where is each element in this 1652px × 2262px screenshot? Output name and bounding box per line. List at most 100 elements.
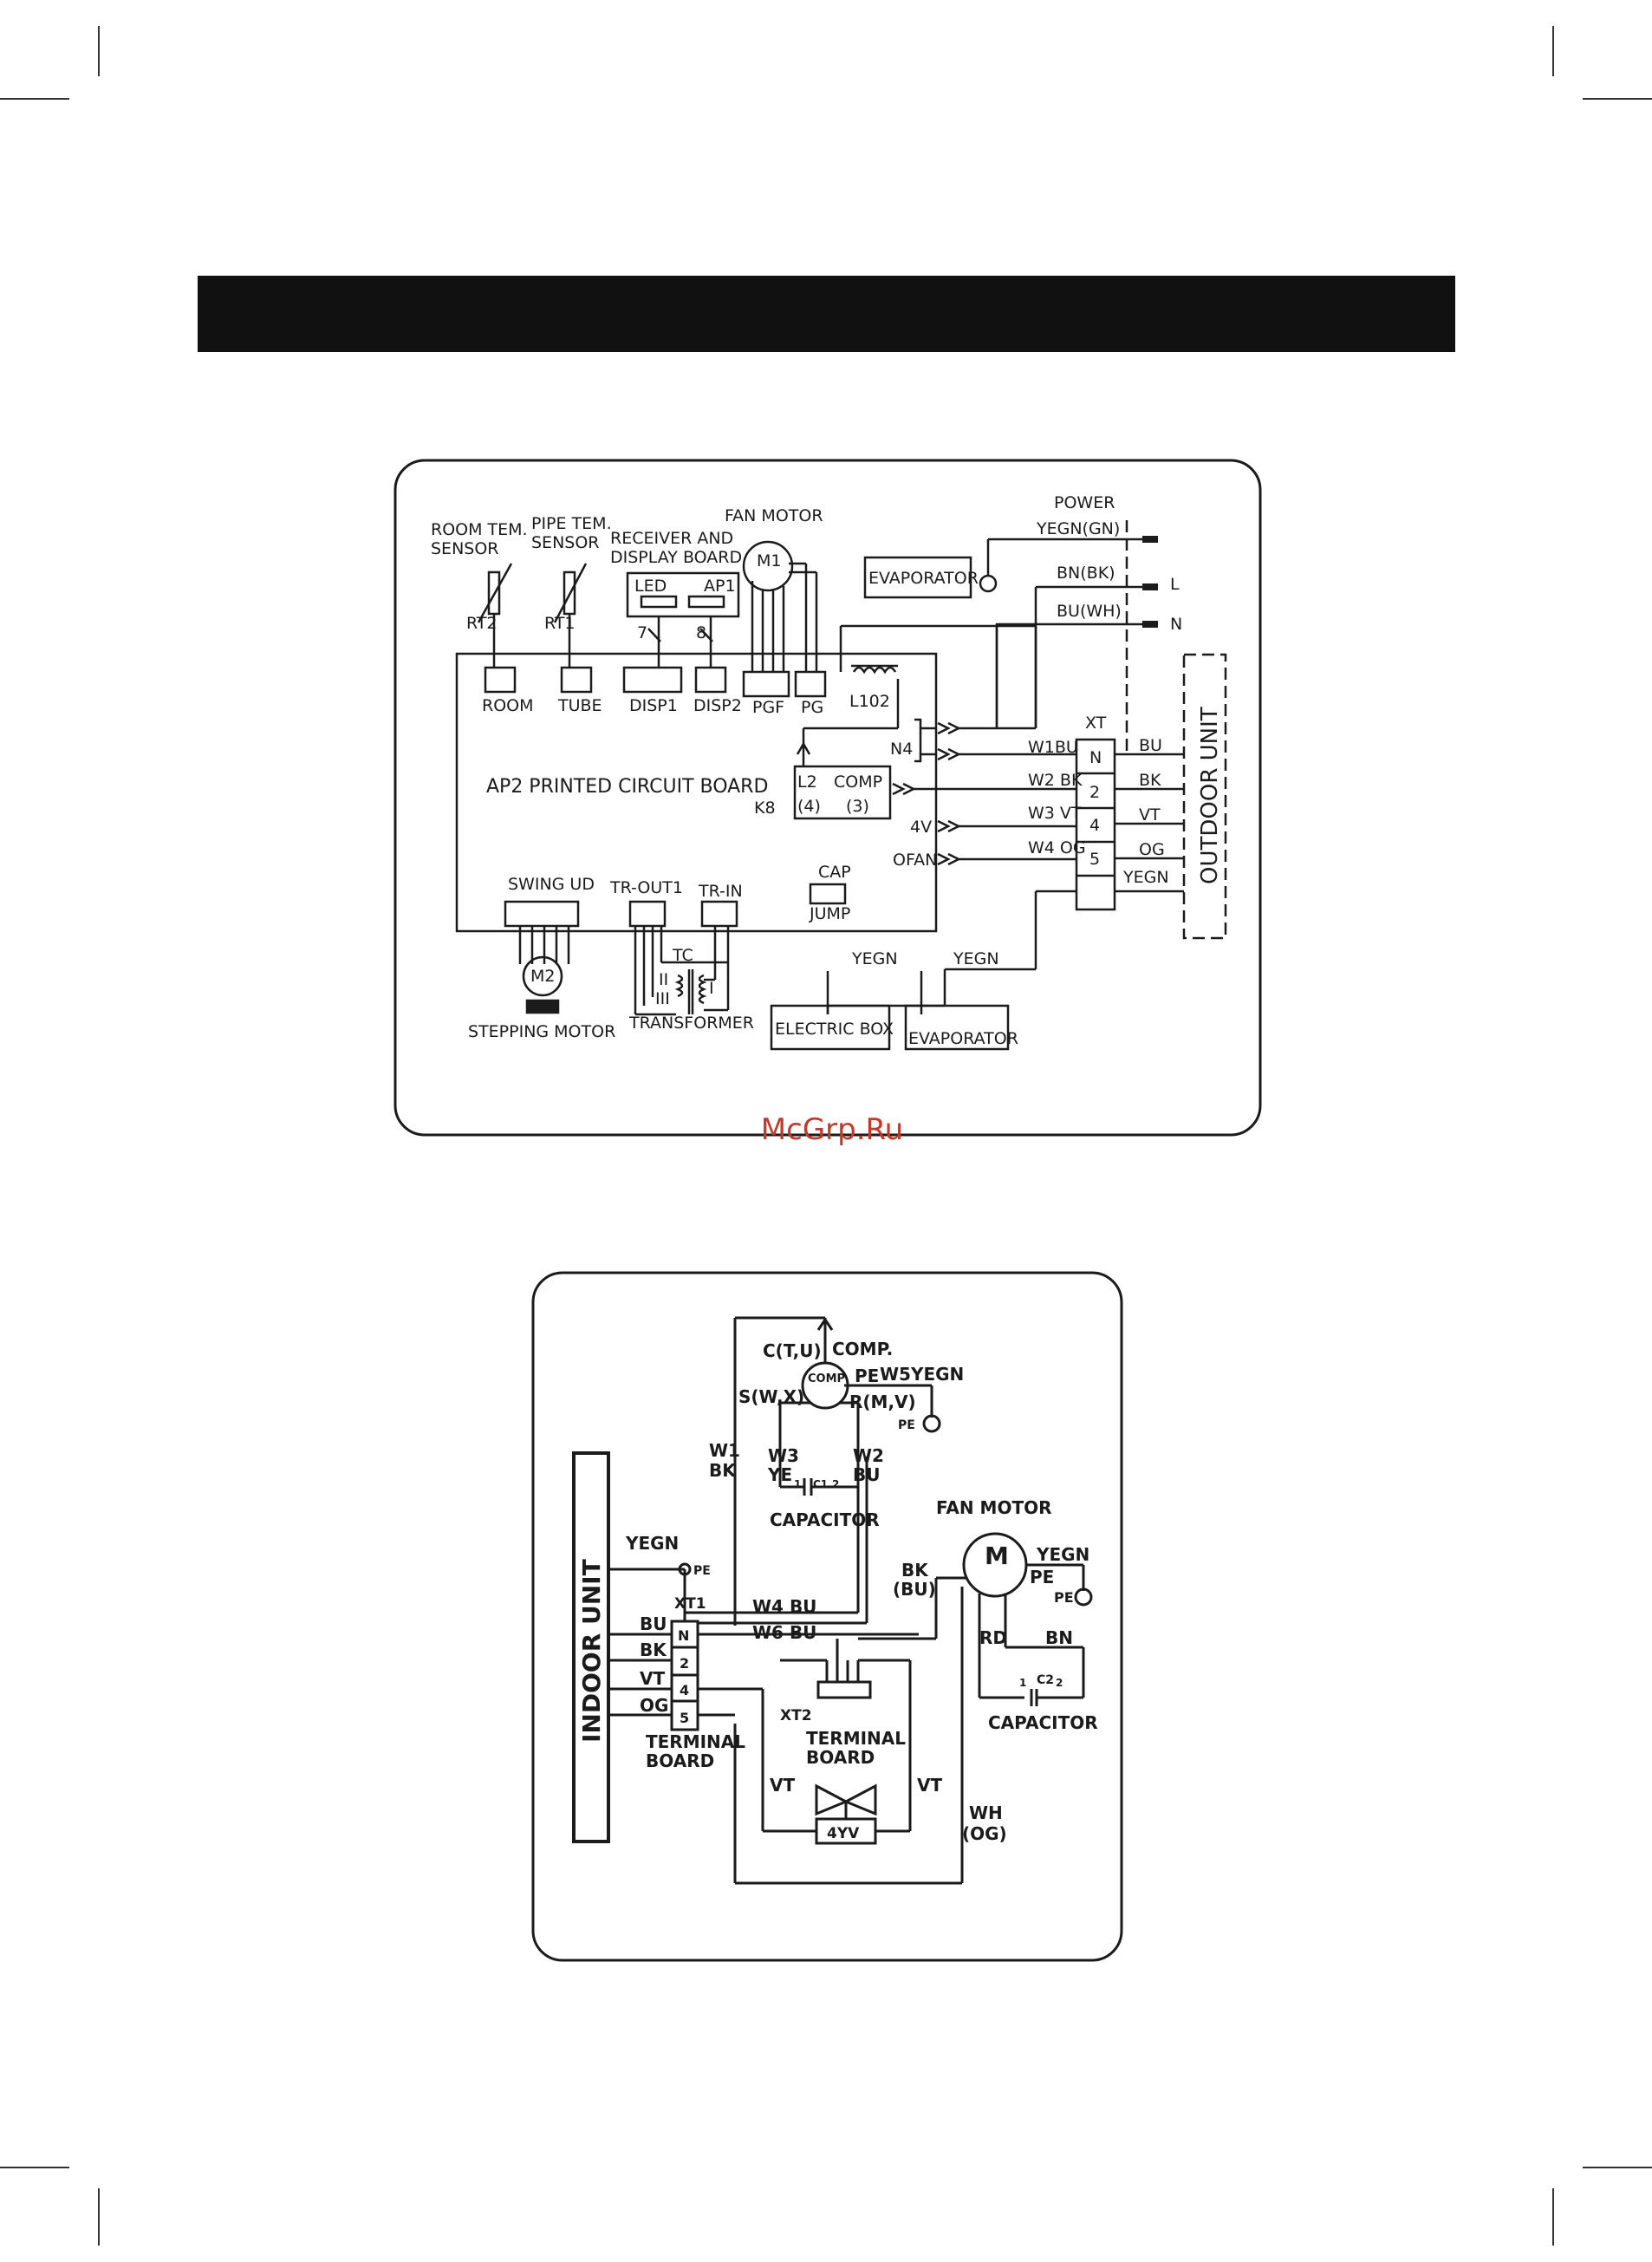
ii-label: II	[659, 970, 668, 989]
vt-wire: VT	[1139, 805, 1161, 825]
xt1-label: XT1	[674, 1595, 706, 1613]
capacitor1-label: CAPACITOR	[770, 1509, 880, 1530]
bu-wire: BU	[1139, 736, 1162, 755]
og-row-label: OG	[640, 1695, 668, 1716]
yegn-fan-label: YEGN	[1036, 1544, 1089, 1565]
swing-ud-label: SWING UD	[508, 875, 595, 894]
comp-relay-label: COMP	[834, 772, 882, 792]
indoor-unit-bar	[572, 1451, 610, 1843]
outdoor-wiring-diagram: C(T,U) COMP. COMP PE W5YEGN S(W,X) R(M,V…	[531, 1271, 1123, 1962]
w6bu-label: W6 BU	[752, 1622, 816, 1643]
pe-comp-label: PE	[898, 1418, 915, 1432]
m-label: M	[985, 1542, 1009, 1570]
pipe-sensor-label: PIPE TEM.SENSOR	[531, 514, 612, 552]
tc-label: TC	[672, 946, 693, 965]
l2-label: L2	[797, 772, 817, 792]
tr-out1-label: TR-OUT1	[609, 878, 683, 897]
rd-label: RD	[979, 1627, 1007, 1648]
disp2-connector-label: DISP2	[693, 696, 742, 715]
w4bu-label: W4 BU	[752, 1596, 816, 1617]
comp-label: COMP.	[832, 1339, 893, 1359]
rmv-label: R(M,V)	[849, 1392, 916, 1412]
xt1-2: 2	[680, 1655, 689, 1672]
l2-num: (4)	[797, 797, 821, 816]
bn-label: BN	[1045, 1627, 1073, 1648]
pe-fan-label: PE	[1030, 1567, 1054, 1587]
wh-og-2-label: (OG)	[962, 1823, 1007, 1844]
vt-right-label: VT	[917, 1775, 942, 1796]
vt-row-label: VT	[640, 1668, 665, 1689]
comp-relay-num: (3)	[846, 797, 869, 816]
bu-row-label: BU	[640, 1613, 667, 1634]
yegn-wire: YEGN	[1122, 868, 1169, 887]
m1-label: M1	[757, 551, 781, 570]
rt2-label: RT2	[466, 614, 498, 633]
pgf-connector-label: PGF	[752, 698, 784, 717]
room-connector-label: ROOM	[482, 696, 534, 715]
xt-5: 5	[1089, 850, 1100, 869]
xt-4: 4	[1089, 816, 1100, 835]
n4-label: N4	[890, 740, 913, 759]
pe-top-label: PE	[855, 1366, 879, 1386]
fan-motor-label: FAN MOTOR	[725, 506, 823, 525]
evaporator-top-label: EVAPORATOR	[868, 569, 979, 588]
outdoor-unit-outline	[1182, 653, 1227, 940]
bk-bu-1-label: BK	[901, 1560, 929, 1581]
iii-label: III	[655, 989, 670, 1008]
yegn-gn-label: YEGN(GN)	[1036, 519, 1120, 538]
tube-connector-label: TUBE	[557, 696, 602, 715]
xt-label: XT	[1085, 714, 1107, 733]
bu-w2-label: BU	[853, 1464, 880, 1485]
c2-label: C2	[1037, 1673, 1054, 1687]
c1-pin-2: 2	[832, 1478, 839, 1490]
vt-left-label: VT	[770, 1775, 795, 1796]
i-label: I	[709, 979, 714, 998]
c1-label: C1	[813, 1478, 828, 1490]
l-terminal: L	[1170, 575, 1180, 594]
comp-inner-label: COMP	[808, 1372, 845, 1385]
capacitor2-label: CAPACITOR	[988, 1712, 1098, 1733]
og-wire: OG	[1139, 840, 1165, 859]
xt-n: N	[1089, 748, 1102, 767]
swx-label: S(W,X)	[738, 1386, 804, 1407]
wire-8: 8	[696, 623, 706, 642]
watermark: McGrp.Ru	[760, 1112, 904, 1147]
electric-box-label: ELECTRIC BOX	[775, 1020, 894, 1039]
power-label: POWER	[1054, 493, 1115, 512]
c2-pin-2: 2	[1056, 1677, 1063, 1689]
bu-wh-label: BU(WH)	[1057, 602, 1122, 621]
led-label: LED	[634, 577, 667, 596]
4v-label: 4V	[910, 818, 932, 837]
compressor-icon	[801, 1361, 849, 1410]
xt-2: 2	[1089, 783, 1100, 802]
ap1-label: AP1	[704, 577, 736, 596]
yegn-right-label: YEGN	[953, 949, 999, 968]
l102-label: L102	[849, 692, 890, 711]
w1bu-label: W1BU	[1028, 738, 1078, 757]
pe-fan-ground-label: PE	[1054, 1589, 1074, 1606]
bn-bk-label: BN(BK)	[1057, 564, 1115, 583]
tr-in-label: TR-IN	[698, 882, 743, 901]
pe-xt1-label: PE	[693, 1564, 711, 1578]
c1-pin-1: 1	[794, 1478, 801, 1490]
c2-pin-1: 1	[1019, 1677, 1026, 1689]
bk-wire: BK	[1139, 771, 1161, 790]
w2bk-label: W2 BK	[1028, 771, 1083, 790]
disp1-connector-label: DISP1	[629, 696, 678, 715]
pg-connector-label: PG	[801, 698, 823, 717]
w4og-label: W4 OG	[1028, 838, 1086, 857]
jump-label: JUMP	[809, 904, 850, 923]
room-sensor-label: ROOM TEM.SENSOR	[431, 520, 528, 558]
outdoor-frame	[531, 1271, 1123, 1962]
stepping-motor-label: STEPPING MOTOR	[468, 1022, 615, 1041]
cap-label: CAP	[818, 863, 851, 882]
section-title-bar	[198, 276, 1455, 352]
w2-label: W2	[853, 1445, 884, 1466]
indoor-frame	[393, 459, 1262, 1137]
stepping-motor-m2-icon	[522, 955, 563, 997]
xt1-5: 5	[680, 1710, 689, 1726]
xt2-terminal	[816, 1680, 872, 1699]
